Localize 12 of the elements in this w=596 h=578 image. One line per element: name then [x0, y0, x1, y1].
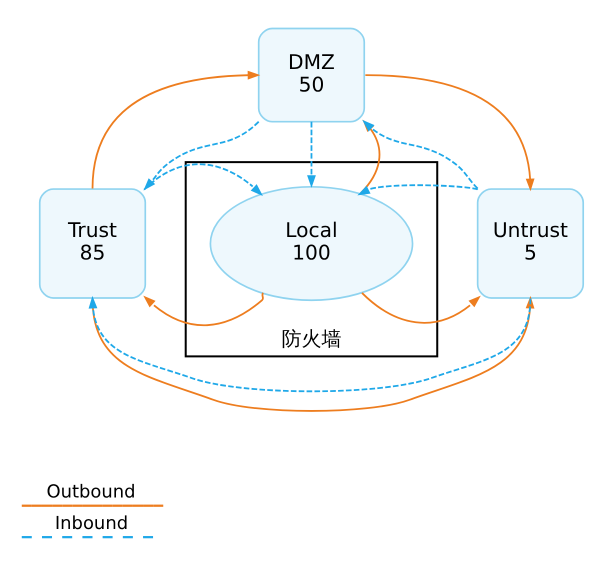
node-box: Untrust 5	[476, 188, 584, 299]
arrow	[307, 122, 316, 188]
arrow	[88, 296, 532, 392]
legend-label: Outbound	[46, 482, 136, 503]
arrow	[361, 292, 481, 324]
arrow	[365, 74, 535, 192]
arrow	[92, 70, 260, 189]
node-box: Trust 85	[38, 188, 146, 299]
arrow	[143, 292, 264, 326]
arrow	[357, 184, 478, 196]
legend-label: Inbound	[54, 513, 128, 534]
node-box: DMZ 50	[258, 28, 366, 123]
